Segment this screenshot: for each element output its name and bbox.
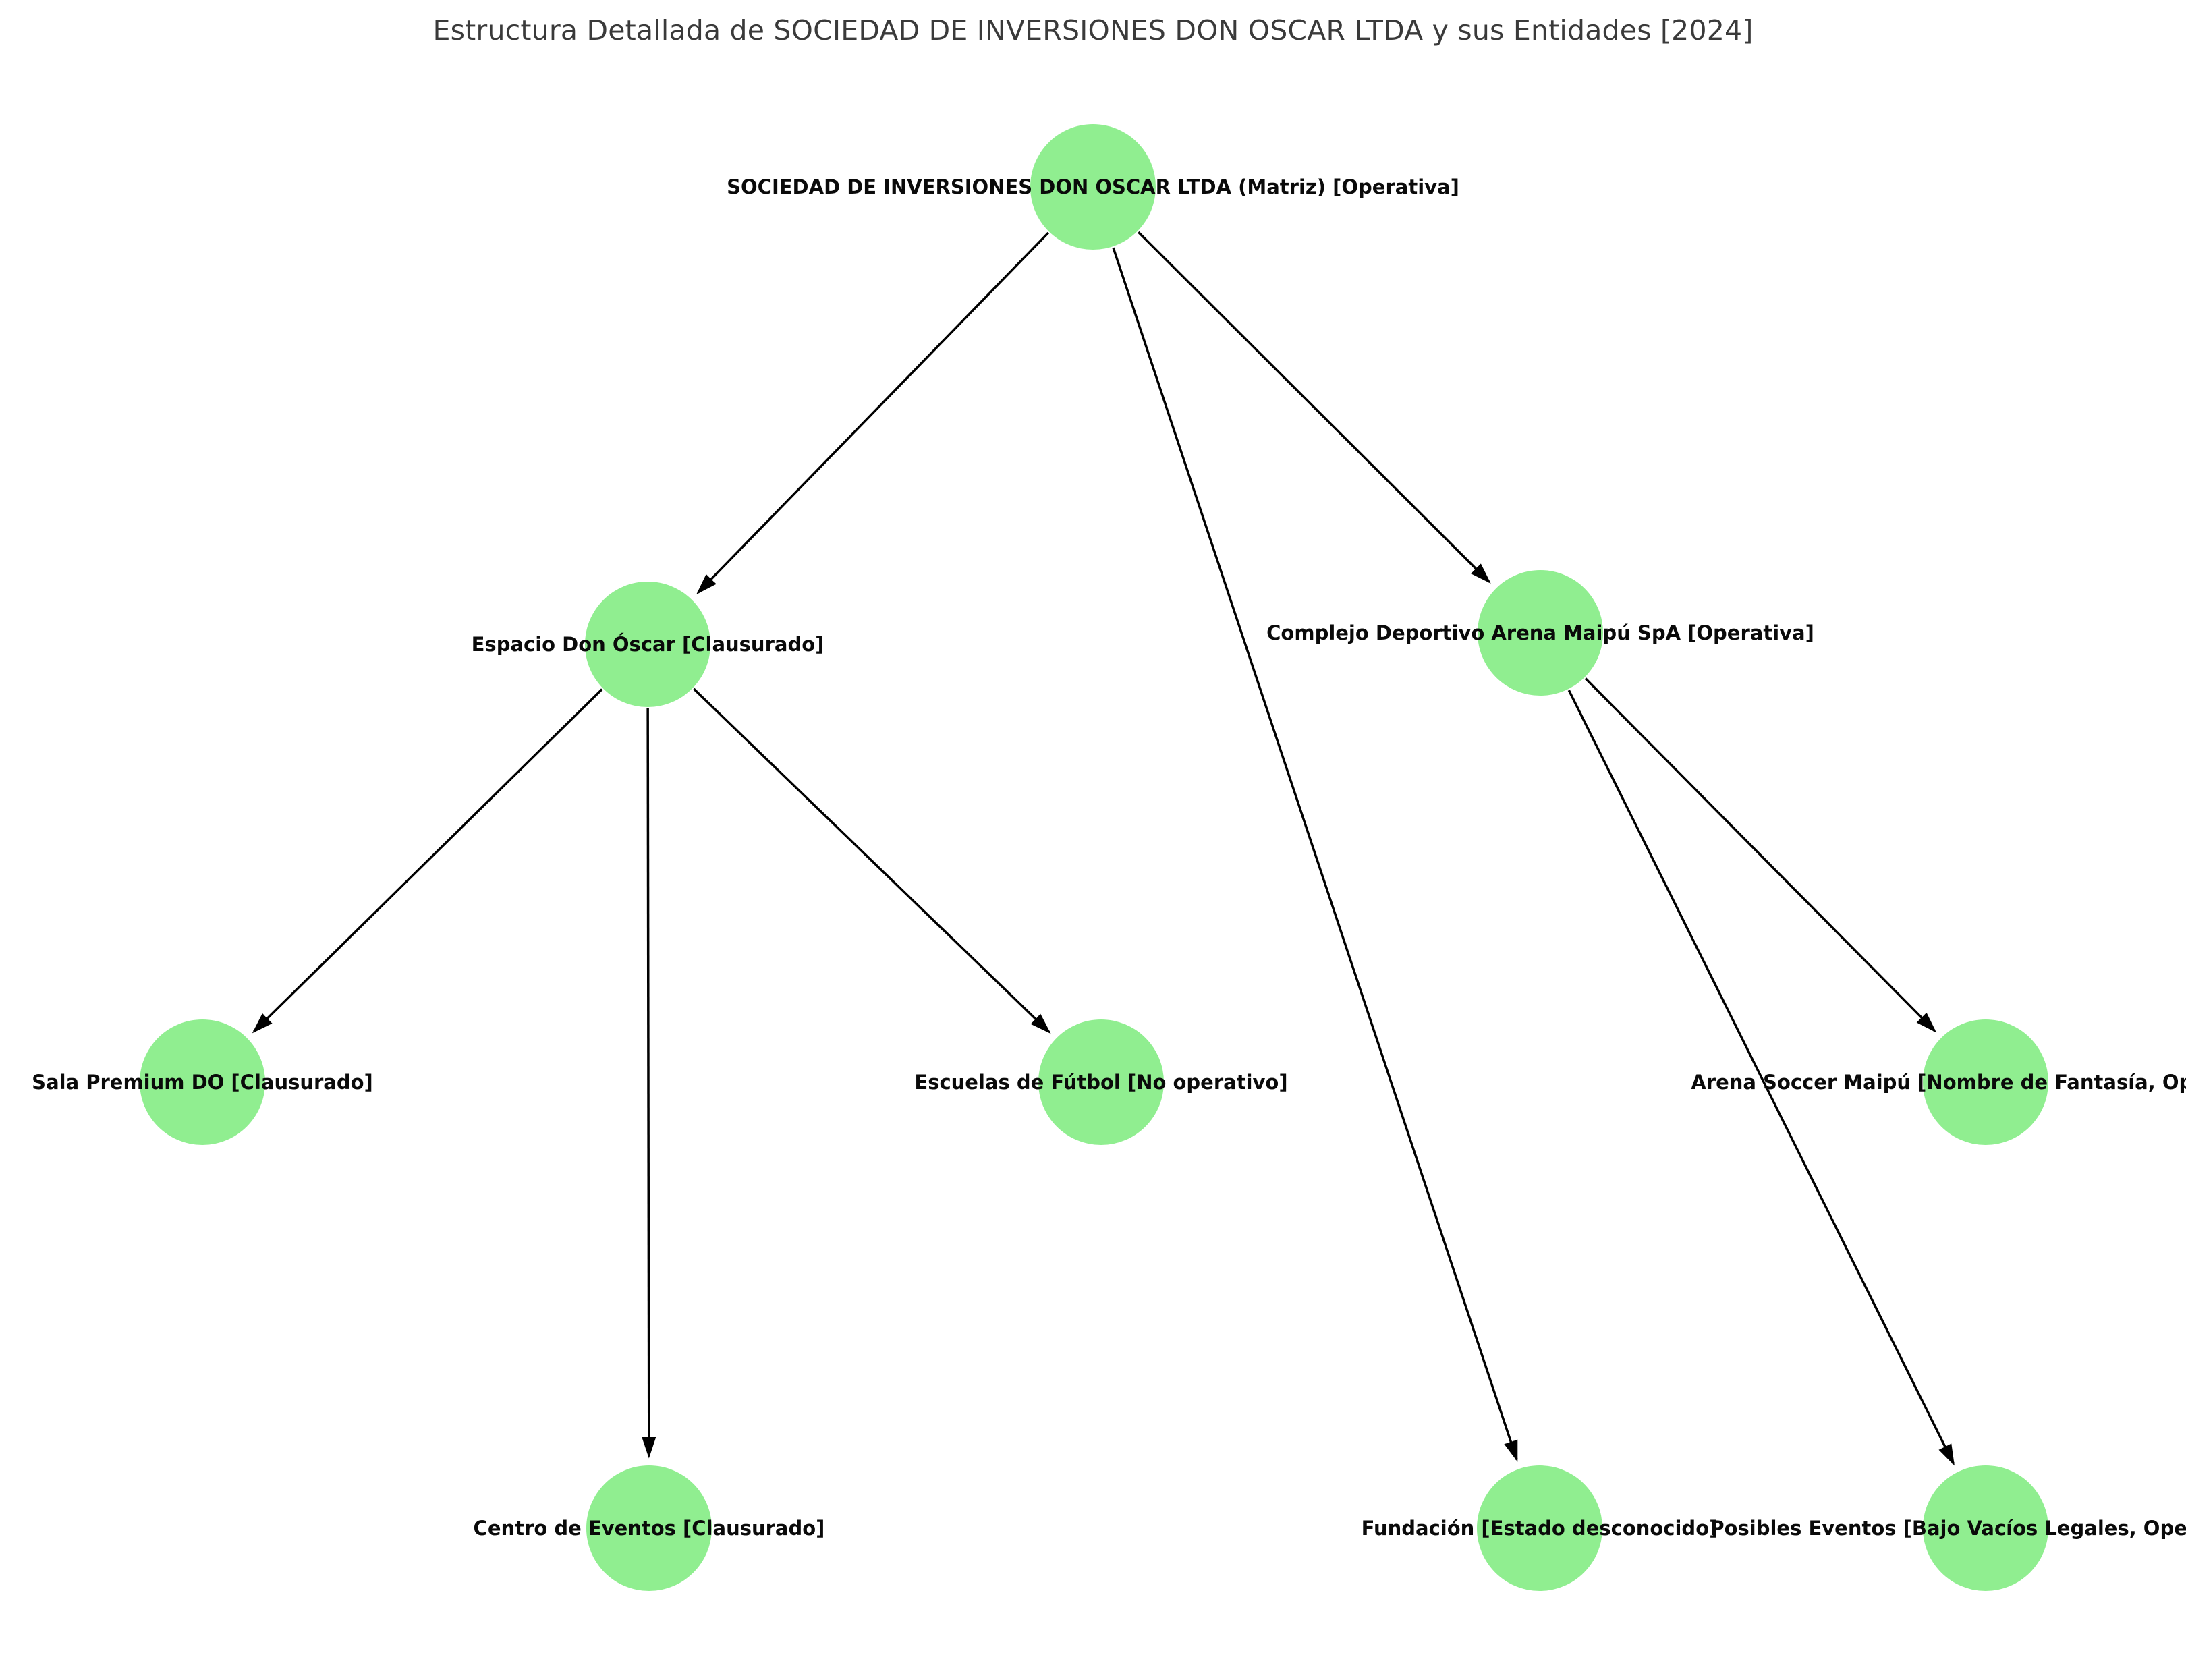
- graph-node-matriz[interactable]: [1030, 124, 1156, 250]
- graph-node-escuelas[interactable]: [1038, 1019, 1164, 1145]
- graph-edge-espacio-to-escuelas: [693, 688, 1051, 1034]
- graph-edge-complejo-to-arena_soccer: [1584, 677, 1937, 1033]
- graph-node-centro_eventos[interactable]: [586, 1465, 712, 1591]
- graph-node-arena_soccer[interactable]: [1923, 1019, 2048, 1145]
- graph-edge-matriz-to-complejo: [1138, 231, 1491, 584]
- edge-group: [252, 231, 1955, 1466]
- graph-node-sala_premium[interactable]: [140, 1019, 265, 1145]
- graph-node-posibles[interactable]: [1923, 1465, 2048, 1591]
- graph-edge-complejo-to-posibles: [1567, 690, 1955, 1466]
- page-title: Estructura Detallada de SOCIEDAD DE INVE…: [432, 14, 1754, 47]
- graph-node-complejo[interactable]: [1478, 570, 1603, 696]
- graph-edge-matriz-to-espacio: [696, 231, 1049, 594]
- graph-edge-espacio-to-sala_premium: [252, 688, 603, 1034]
- graph-edge-espacio-to-centro_eventos: [642, 708, 656, 1459]
- graph-node-espacio[interactable]: [585, 582, 710, 707]
- graph-node-fundacion[interactable]: [1477, 1465, 1602, 1591]
- graph-edge-matriz-to-fundacion: [1112, 247, 1518, 1462]
